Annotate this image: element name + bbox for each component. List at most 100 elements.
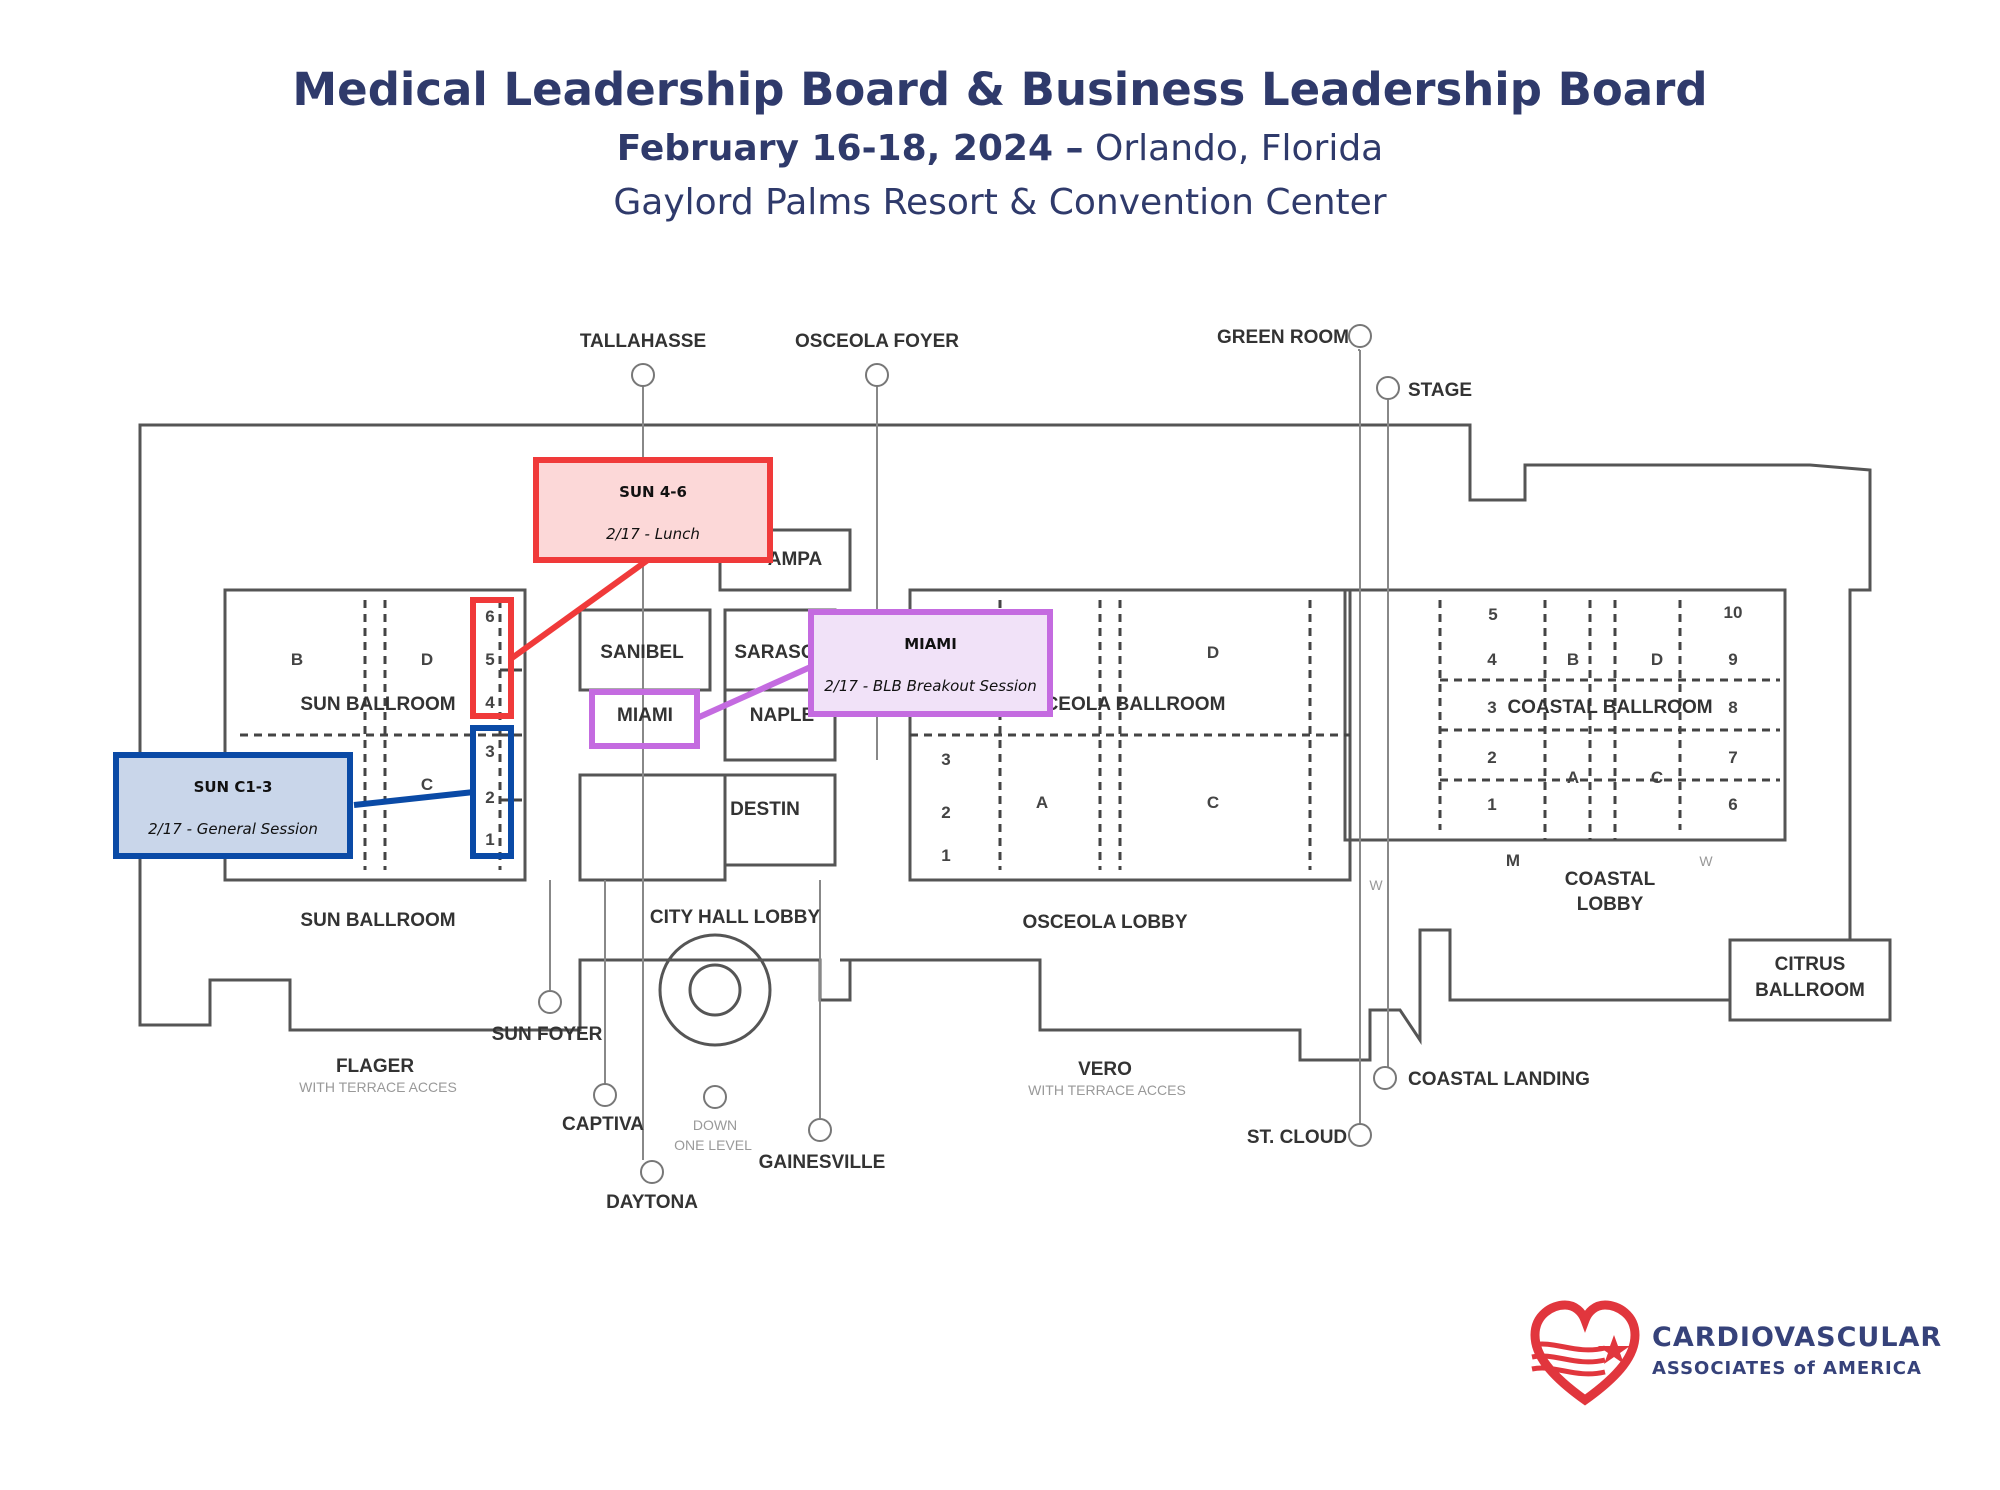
label-sun-ballroom-lower: SUN BALLROOM <box>300 910 455 931</box>
room-sun-3: 3 <box>485 742 494 761</box>
callout-sun-4-6-session: 2/17 - Lunch <box>606 525 700 543</box>
room-co-10: 10 <box>1724 603 1743 622</box>
room-sun-1: 1 <box>485 830 494 849</box>
green-room-marker <box>1348 324 1372 348</box>
callout-sun-c1-3-title: SUN C1-3 <box>193 778 273 796</box>
room-co-8: 8 <box>1728 698 1737 717</box>
room-co-2: 2 <box>1487 748 1496 767</box>
label-citrus-2: BALLROOM <box>1755 980 1865 1001</box>
label-city-hall-lobby: CITY HALL LOBBY <box>650 907 821 928</box>
page-header: Medical Leadership Board & Business Lead… <box>0 60 2000 230</box>
sun-ballroom-outline <box>223 588 527 882</box>
label-green-room: GREEN ROOM <box>1217 327 1349 348</box>
logo-line-2: ASSOCIATES of AMERICA <box>1652 1358 1922 1379</box>
room-sun-6: 6 <box>485 607 494 626</box>
room-sun-2: 2 <box>485 788 494 807</box>
label-naples: NAPLE <box>750 705 814 726</box>
label-st-cloud: ST. CLOUD <box>1247 1127 1347 1148</box>
captiva-marker <box>593 1083 617 1107</box>
room-co-b: B <box>1567 650 1579 669</box>
osceola-foyer-marker <box>865 363 889 387</box>
company-logo: CARDIOVASCULAR ASSOCIATES of AMERICA <box>1530 1300 1950 1410</box>
label-sun-foyer: SUN FOYER <box>492 1024 603 1045</box>
label-tallahasse: TALLAHASSE <box>580 331 706 352</box>
label-daytona: DAYTONA <box>606 1192 698 1213</box>
label-flager: FLAGER <box>336 1056 414 1077</box>
callout-miami: MIAMI 2/17 - BLB Breakout Session <box>808 609 1053 717</box>
page-title: Medical Leadership Board & Business Lead… <box>292 63 1708 116</box>
label-coastal-lobby-1: COASTAL <box>1565 869 1656 890</box>
room-sun-4: 4 <box>485 693 495 712</box>
room-co-4: 4 <box>1487 650 1497 669</box>
room-co-d: D <box>1651 650 1663 669</box>
room-co-5: 5 <box>1488 605 1497 624</box>
room-sun-c: C <box>421 775 433 794</box>
building-outline <box>138 423 1892 1062</box>
room-w1: W <box>1699 853 1713 869</box>
room-osc-3: 3 <box>941 750 950 769</box>
label-osceola-lobby: OSCEOLA LOBBY <box>1022 912 1187 933</box>
room-co-c: C <box>1651 768 1663 787</box>
room-osc-a: A <box>1036 793 1048 812</box>
label-vero-sub: WITH TERRACE ACCES <box>1028 1082 1186 1098</box>
event-dates-location: February 16-18, 2024 – Orlando, Florida <box>0 122 2000 176</box>
label-vero: VERO <box>1078 1059 1132 1080</box>
event-venue: Gaylord Palms Resort & Convention Center <box>613 182 1387 223</box>
coastal-ballroom-outline <box>1343 588 1787 842</box>
highlight-sun-4-6 <box>470 597 514 719</box>
gainesville-marker <box>808 1118 832 1142</box>
daytona-marker <box>640 1160 664 1184</box>
connector-sun-4-6 <box>510 554 654 661</box>
city-hall-area <box>578 773 727 882</box>
sun-foyer-marker <box>538 990 562 1014</box>
label-destin: DESTIN <box>730 799 800 820</box>
room-osc-d: D <box>1207 643 1219 662</box>
room-sun-5: 5 <box>485 650 494 669</box>
coastal-landing-marker <box>1373 1066 1397 1090</box>
callout-sun-c1-3-session: 2/17 - General Session <box>148 820 318 838</box>
citrus-ballroom-outline <box>1728 938 1892 1022</box>
room-osc-2: 2 <box>941 803 950 822</box>
label-sun-ballroom: SUN BALLROOM <box>300 694 455 715</box>
room-m: M <box>1506 851 1520 870</box>
callout-sun-4-6: SUN 4-6 2/17 - Lunch <box>533 457 773 563</box>
label-osceola-foyer: OSCEOLA FOYER <box>795 331 959 352</box>
event-city: Orlando, Florida <box>1095 128 1384 169</box>
label-coastal-lobby-2: LOBBY <box>1577 894 1644 915</box>
heart-logo-icon <box>1530 1300 1640 1406</box>
label-sarasota: SARASO <box>734 642 815 663</box>
st-cloud-marker <box>1348 1123 1372 1147</box>
room-co-6: 6 <box>1728 795 1737 814</box>
callout-sun-c1-3: SUN C1-3 2/17 - General Session <box>113 752 353 859</box>
label-captiva: CAPTIVA <box>562 1114 644 1135</box>
label-tampa: AMPA <box>768 549 823 570</box>
label-stage: STAGE <box>1408 380 1472 401</box>
label-down-1: DOWN <box>693 1117 737 1133</box>
label-gainesville: GAINESVILLE <box>759 1152 886 1173</box>
room-co-7: 7 <box>1728 748 1737 767</box>
label-down-2: ONE LEVEL <box>674 1137 752 1153</box>
callout-miami-title: MIAMI <box>904 635 957 653</box>
room-osc-c: C <box>1207 793 1219 812</box>
event-dates: February 16-18, 2024 – <box>616 128 1084 169</box>
label-coastal-ballroom: COASTAL BALLROOM <box>1507 697 1712 718</box>
rotunda <box>658 933 772 1047</box>
room-co-a: A <box>1567 768 1579 787</box>
room-co-3: 3 <box>1487 698 1496 717</box>
callout-miami-session: 2/17 - BLB Breakout Session <box>824 677 1037 695</box>
room-sun-b: B <box>291 650 303 669</box>
label-sanibel: SANIBEL <box>600 642 684 663</box>
room-co-1: 1 <box>1487 795 1496 814</box>
callout-sun-4-6-title: SUN 4-6 <box>619 483 687 501</box>
stage-marker <box>1376 376 1400 400</box>
connector-miami <box>695 662 817 721</box>
label-flager-sub: WITH TERRACE ACCES <box>299 1079 457 1095</box>
tallahasse-marker <box>631 363 655 387</box>
label-miami: MIAMI <box>617 705 673 726</box>
label-coastal-landing: COASTAL LANDING <box>1408 1069 1590 1090</box>
room-sun-d: D <box>421 650 433 669</box>
room-osc-1: 1 <box>941 846 950 865</box>
highlight-miami <box>589 689 700 749</box>
room-co-9: 9 <box>1728 650 1737 669</box>
